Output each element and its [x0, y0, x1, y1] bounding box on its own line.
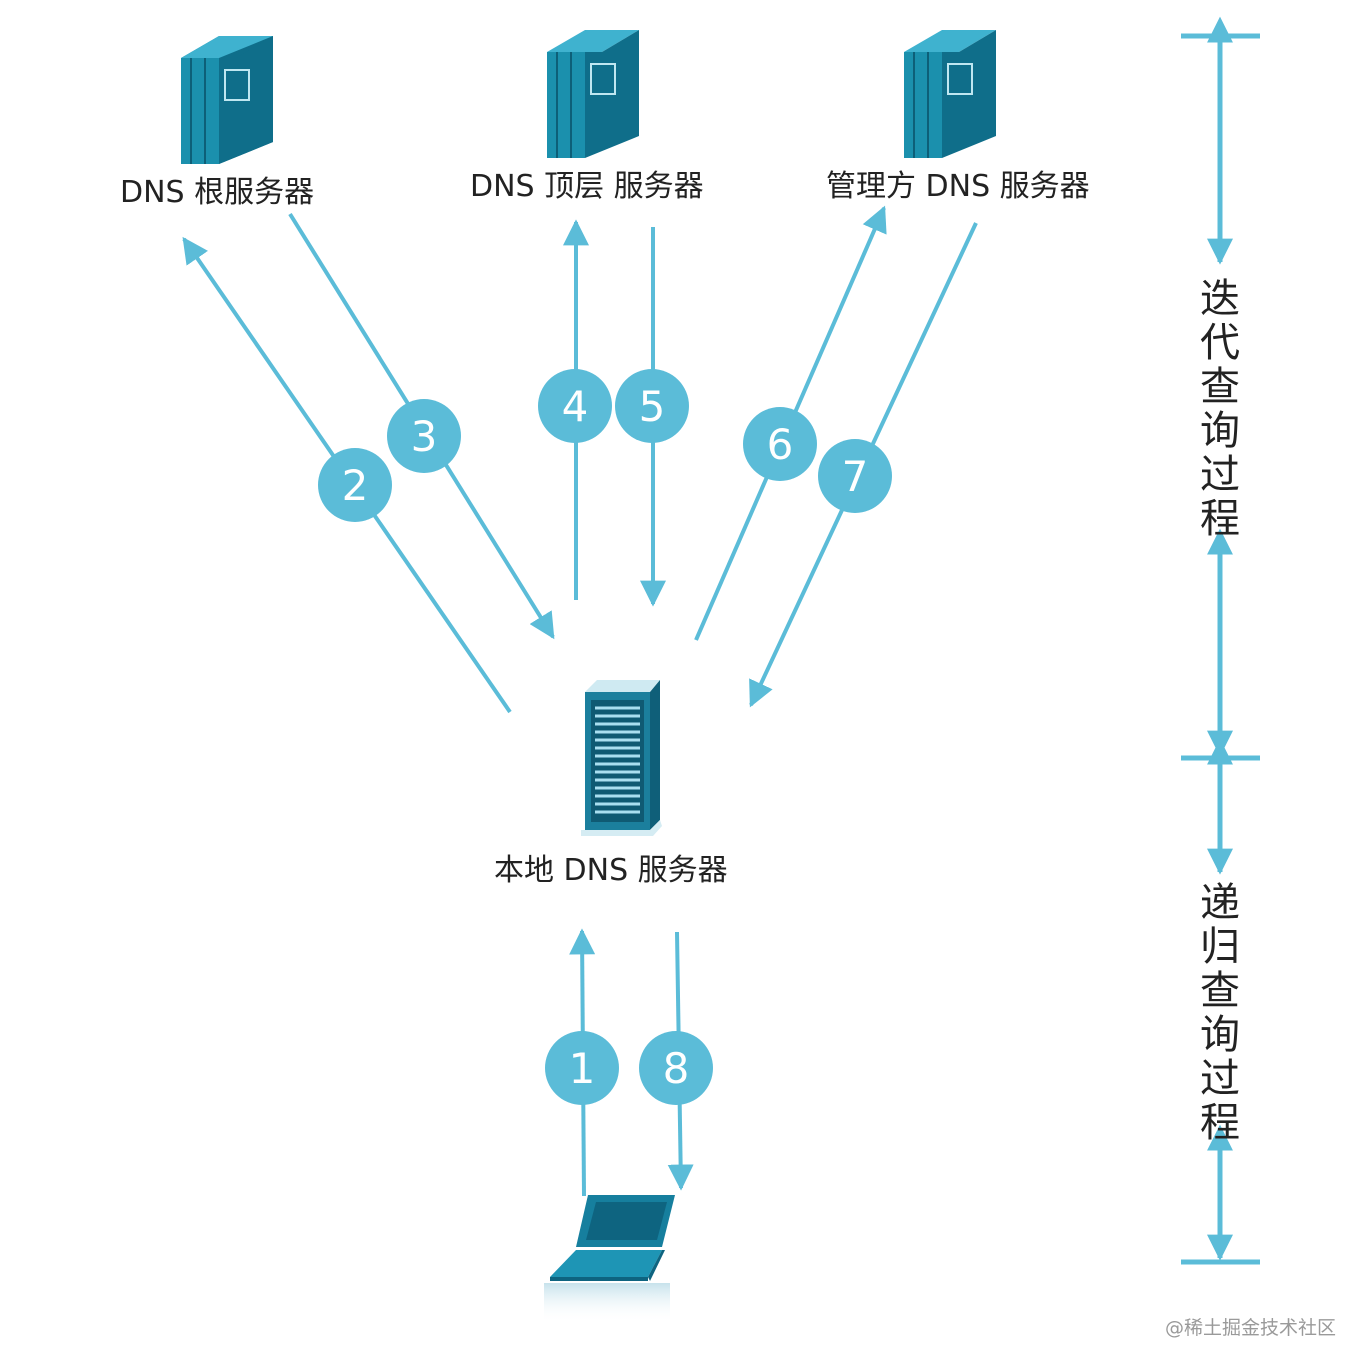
svg-text:归: 归: [1200, 924, 1240, 970]
tld-server-label: DNS 顶层 服务器: [470, 169, 704, 204]
svg-text:过: 过: [1200, 452, 1240, 498]
authoritative-dns-server: [904, 30, 996, 158]
tower-server-icon: [181, 36, 273, 164]
rack-server-icon: [581, 680, 662, 836]
laptop-icon: [550, 1195, 675, 1281]
svg-text:询: 询: [1200, 1012, 1240, 1058]
step-badge-5: 5: [615, 369, 689, 443]
svg-text:代: 代: [1200, 320, 1240, 366]
svg-text:查: 查: [1200, 364, 1240, 410]
svg-text:2: 2: [342, 461, 369, 510]
svg-text:程: 程: [1200, 1100, 1240, 1146]
svg-text:3: 3: [411, 412, 438, 461]
svg-text:6: 6: [767, 420, 794, 469]
step-badge-7: 7: [818, 439, 892, 513]
svg-text:迭: 迭: [1200, 276, 1240, 322]
tld-dns-server: [547, 30, 639, 158]
svg-text:询: 询: [1200, 408, 1240, 454]
step-badge-8: 8: [639, 1031, 713, 1105]
svg-text:5: 5: [639, 382, 666, 431]
svg-text:递: 递: [1200, 880, 1240, 926]
root-dns-server: [181, 36, 273, 164]
tower-server-icon: [904, 30, 996, 158]
step-badges: 2 3 4 5 6 7 1 8: [318, 369, 892, 1105]
tower-server-icon: [547, 30, 639, 158]
step-badge-3: 3: [387, 399, 461, 473]
phase-bracket: 迭 代 查 询 过 程 递 归 查 询 过 程: [1181, 16, 1260, 1265]
step-badge-6: 6: [743, 407, 817, 481]
svg-text:7: 7: [842, 452, 869, 501]
svg-text:查: 查: [1200, 968, 1240, 1014]
iterative-phase-label: 迭 代 查 询 过 程: [1200, 276, 1240, 542]
watermark: @稀土掘金技术社区: [1165, 1317, 1336, 1339]
svg-text:过: 过: [1200, 1056, 1240, 1102]
svg-text:8: 8: [663, 1044, 690, 1093]
svg-text:4: 4: [562, 382, 589, 431]
local-server-label: 本地 DNS 服务器: [494, 853, 728, 888]
step-badge-4: 4: [538, 369, 612, 443]
svg-text:1: 1: [569, 1044, 596, 1093]
authoritative-server-label: 管理方 DNS 服务器: [826, 169, 1090, 204]
recursive-phase-label: 递 归 查 询 过 程: [1200, 880, 1240, 1146]
local-dns-server: [581, 680, 662, 836]
step-badge-2: 2: [318, 448, 392, 522]
client-laptop: [544, 1195, 675, 1323]
root-server-label: DNS 根服务器: [120, 175, 314, 210]
svg-text:程: 程: [1200, 496, 1240, 542]
step-badge-1: 1: [545, 1031, 619, 1105]
